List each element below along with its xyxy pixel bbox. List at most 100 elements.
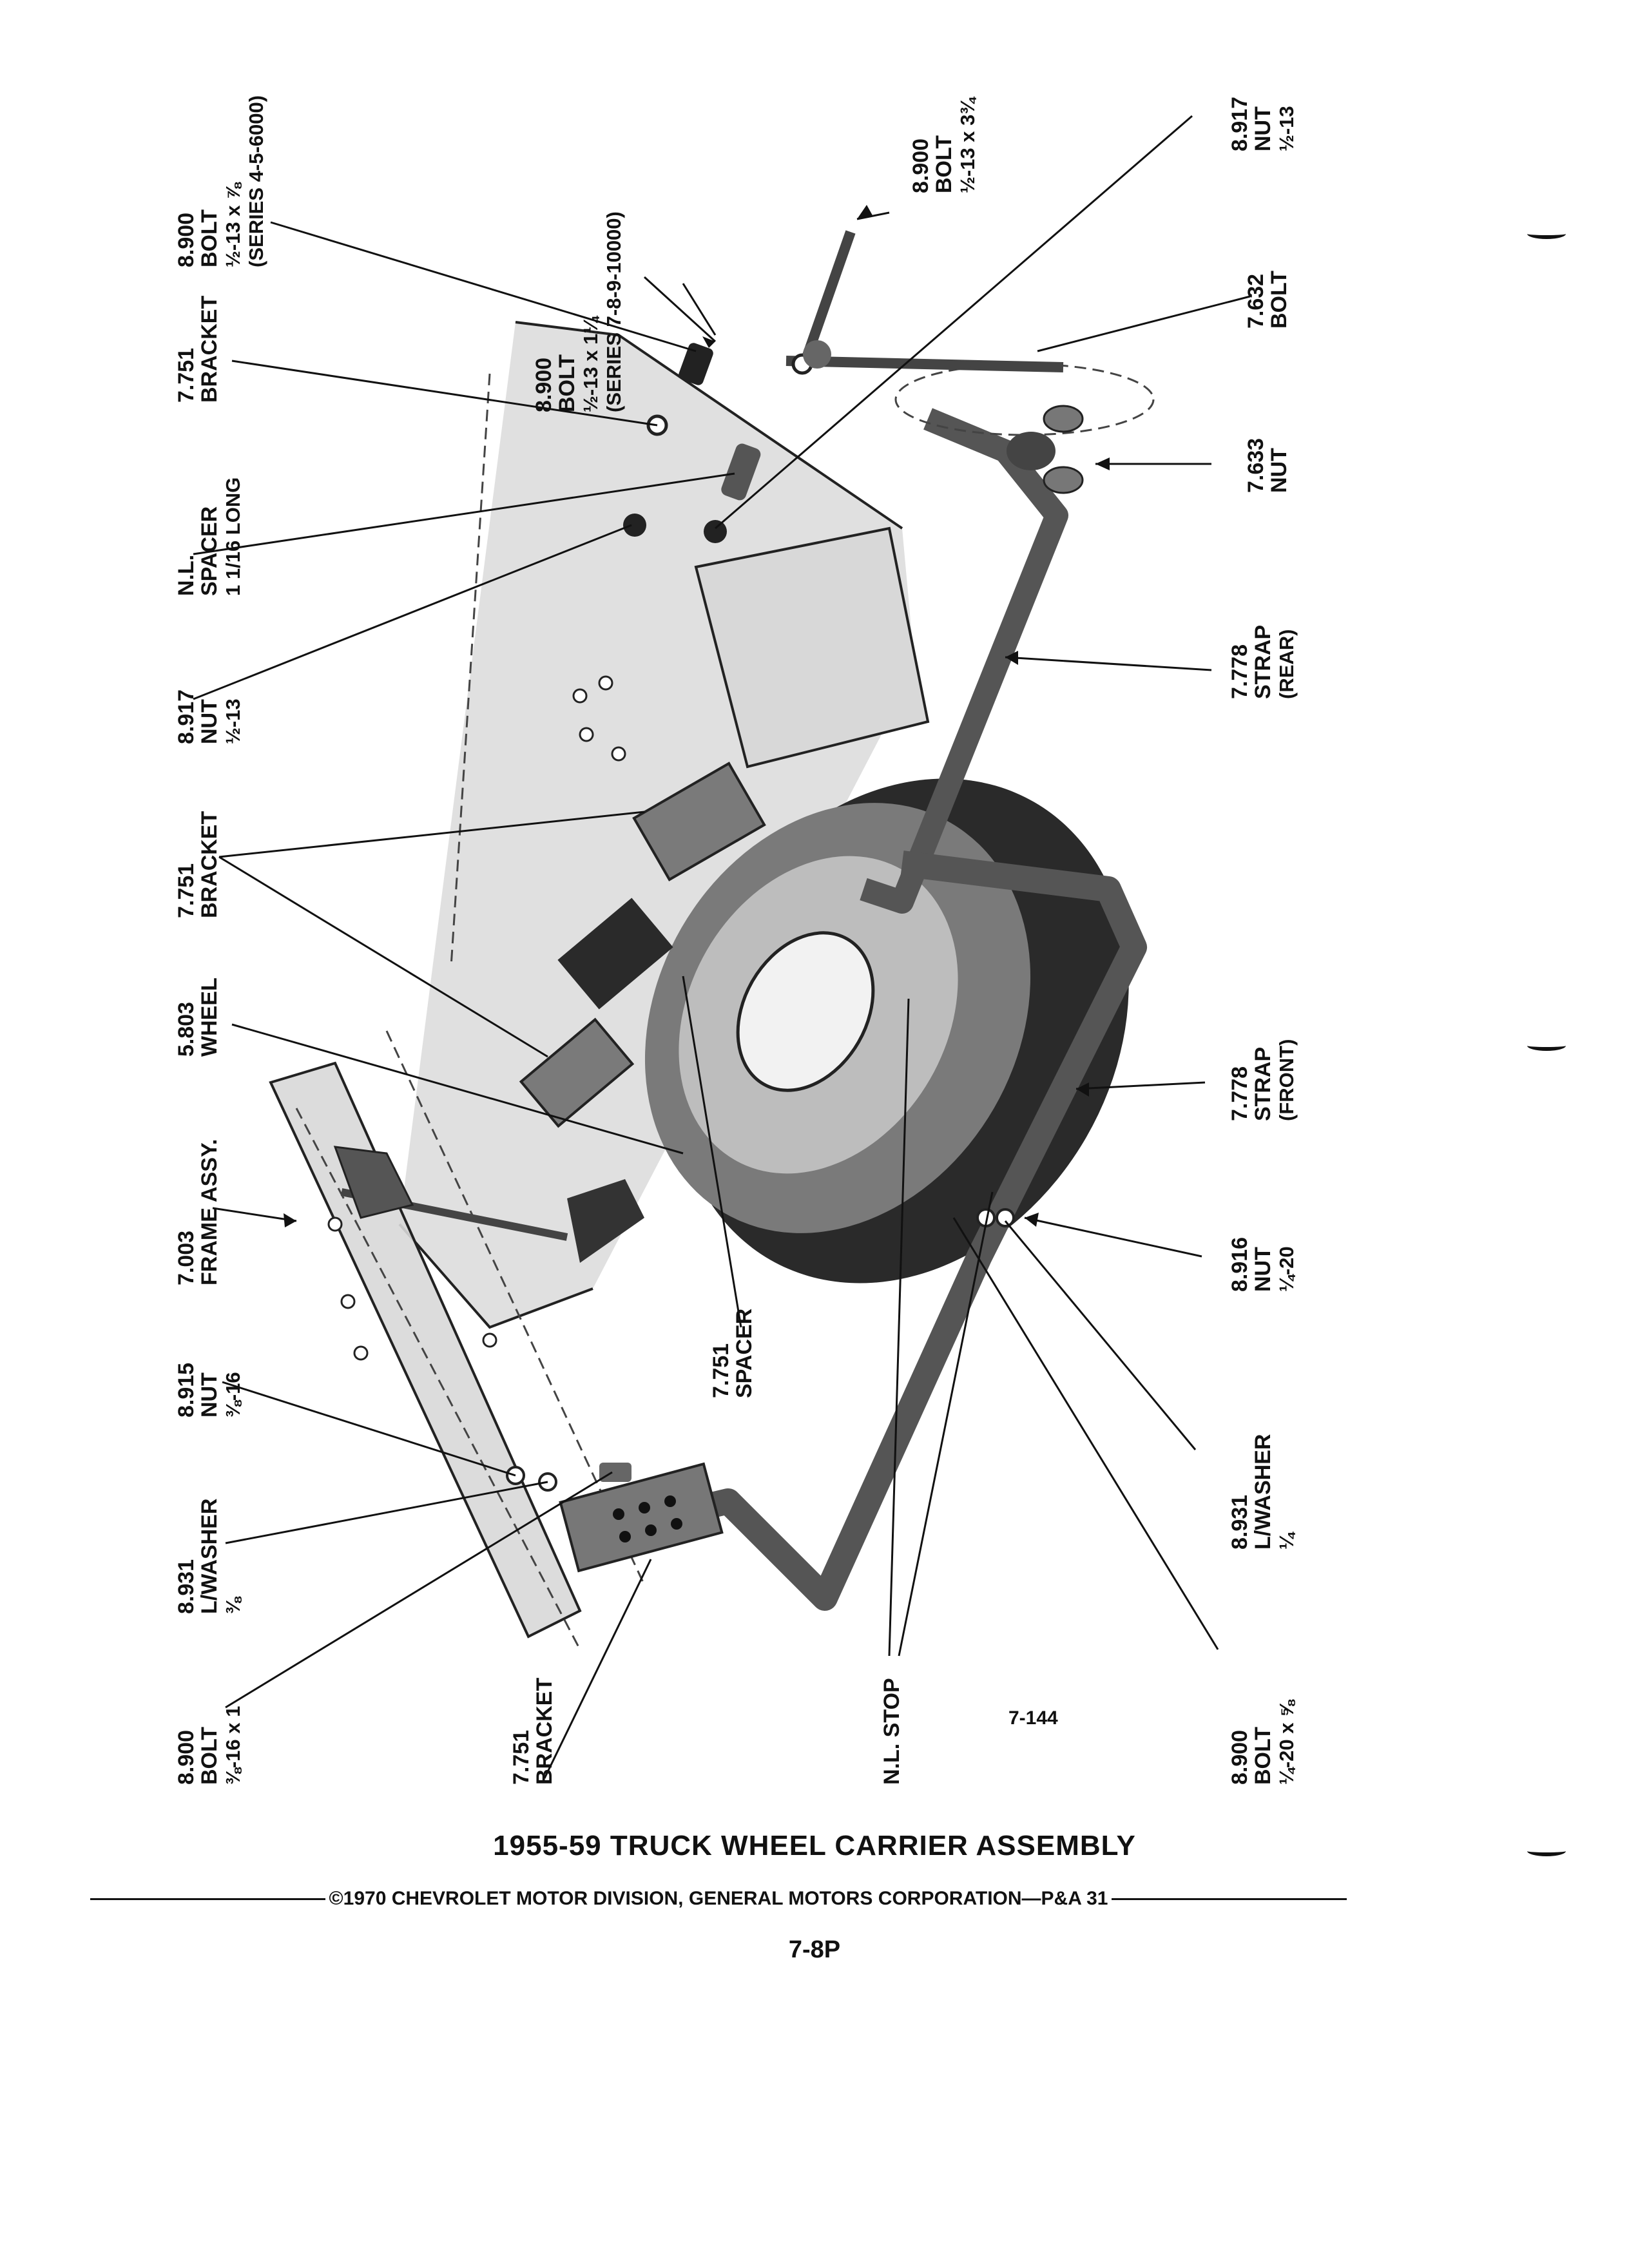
middle-wheel-bracket (557, 898, 673, 1010)
svg-text:¼-20: ¼-20 (1275, 1246, 1298, 1292)
svg-text:L/WASHER: L/WASHER (197, 1499, 222, 1614)
callout-bracket-lower: 7.751 BRACKET (509, 1678, 557, 1785)
svg-text:8.917: 8.917 (174, 689, 198, 744)
svg-text:8.900: 8.900 (174, 213, 198, 267)
callout-spacer: 7.751 SPACER (709, 1309, 757, 1398)
svg-text:½-13 x 3¾: ½-13 x 3¾ (956, 97, 979, 193)
upper-wheel-bracket (632, 762, 766, 881)
callout-frame-assy: 7.003 FRAME ASSY. (174, 1139, 222, 1285)
svg-text:NUT: NUT (1251, 106, 1275, 151)
svg-text:7.751: 7.751 (174, 863, 198, 918)
svg-text:(SERIES 7-8-9-10000): (SERIES 7-8-9-10000) (602, 211, 625, 412)
callout-strap-rear: 7.778 STRAP (REAR) (1228, 625, 1298, 699)
callout-nl-stop: N.L. STOP (880, 1678, 904, 1785)
svg-text:BOLT: BOLT (197, 209, 222, 267)
front-hook-bracket-drawing (567, 1179, 644, 1263)
svg-text:7.751: 7.751 (709, 1343, 733, 1398)
svg-text:7.778: 7.778 (1228, 1066, 1252, 1121)
callout-bracket-upper: 7.751 BRACKET (174, 296, 222, 403)
callout-bolt-half-13-x-1-1-4: 8.900 BOLT ½-13 x 1¼ (SERIES 7-8-9-10000… (532, 211, 625, 412)
svg-text:BOLT: BOLT (1267, 271, 1291, 329)
svg-text:BOLT: BOLT (555, 354, 579, 412)
copyright-rule-right (1112, 1898, 1347, 1900)
svg-text:⅜-16 x 1: ⅜-16 x 1 (222, 1706, 244, 1785)
svg-text:FRAME ASSY.: FRAME ASSY. (197, 1139, 222, 1285)
svg-text:½-13 x 1¼: ½-13 x 1¼ (579, 316, 602, 412)
svg-text:BOLT: BOLT (1251, 1727, 1275, 1785)
svg-text:8.915: 8.915 (174, 1363, 198, 1418)
svg-text:SPACER: SPACER (732, 1309, 757, 1398)
callout-bolt-1-4-20-x-5-8: 8.900 BOLT ¼-20 x ⅝ (1228, 1699, 1298, 1785)
svg-text:½-13 x ⅞: ½-13 x ⅞ (222, 182, 244, 267)
callout-wing-nut: 7.633 NUT (1244, 438, 1291, 493)
svg-text:7.632: 7.632 (1244, 274, 1268, 329)
svg-text:5.803: 5.803 (174, 1002, 198, 1057)
svg-text:(REAR): (REAR) (1275, 629, 1298, 700)
svg-text:8.931: 8.931 (1228, 1495, 1252, 1550)
callout-carrier-bolt: 7.632 BOLT (1244, 271, 1291, 329)
svg-text:BRACKET: BRACKET (197, 811, 222, 918)
callout-nut-half-13-right: 8.917 NUT ½-13 (1228, 97, 1298, 151)
callout-spacer-nl: N.L. SPACER 1 1/16 LONG (174, 477, 244, 596)
svg-text:⅜-16: ⅜-16 (222, 1372, 244, 1418)
svg-text:1 1/16 LONG: 1 1/16 LONG (222, 477, 244, 596)
svg-text:NUT: NUT (197, 699, 222, 744)
lower-wheel-bracket (519, 1017, 635, 1128)
svg-text:8.900: 8.900 (532, 358, 556, 412)
figure-number: 7-144 (1008, 1707, 1058, 1729)
callout-wheel: 5.803 WHEEL (174, 977, 222, 1057)
wing-nut-drawing (1007, 405, 1084, 494)
callout-bolt-3-8-16-x-1: 8.900 BOLT ⅜-16 x 1 (174, 1706, 244, 1785)
svg-text:NUT: NUT (197, 1372, 222, 1418)
frame-rail (398, 321, 903, 1329)
svg-text:L/WASHER: L/WASHER (1251, 1434, 1275, 1550)
svg-text:BRACKET: BRACKET (532, 1678, 557, 1785)
page-number: 7-8P (788, 1936, 841, 1963)
svg-text:NUT: NUT (1267, 448, 1291, 493)
svg-text:BOLT: BOLT (197, 1727, 222, 1785)
svg-text:(FRONT): (FRONT) (1275, 1039, 1298, 1121)
callout-strap-front: 7.778 STRAP (FRONT) (1228, 1039, 1298, 1121)
copyright-line: ©1970 CHEVROLET MOTOR DIVISION, GENERAL … (90, 1885, 1347, 1913)
svg-text:SPACER: SPACER (197, 506, 222, 596)
arrowheads (284, 205, 1110, 1227)
callout-lock-washer-3-8: 8.931 L/WASHER ⅜ (174, 1499, 244, 1614)
copyright-text: ©1970 CHEVROLET MOTOR DIVISION, GENERAL … (329, 1888, 1108, 1909)
svg-text:WHEEL: WHEEL (197, 977, 222, 1057)
svg-text:8.916: 8.916 (1228, 1237, 1252, 1292)
carrier-bolt-drawing (786, 356, 1064, 372)
svg-text:BRACKET: BRACKET (197, 296, 222, 403)
svg-text:7.633: 7.633 (1244, 438, 1268, 493)
svg-text:8.917: 8.917 (1228, 97, 1252, 151)
callout-bolt-half-13-x-3-3-4: 8.900 BOLT ½-13 x 3¾ (909, 97, 979, 193)
copyright-rule-left (90, 1898, 325, 1900)
callout-bracket-middle: 7.751 BRACKET (174, 811, 222, 918)
svg-text:7.751: 7.751 (174, 348, 198, 403)
binding-mark (1527, 229, 1566, 239)
svg-text:¼: ¼ (1275, 1532, 1298, 1550)
svg-text:8.900: 8.900 (909, 139, 933, 193)
binding-mark (1527, 1041, 1566, 1051)
svg-text:N.L. STOP: N.L. STOP (880, 1678, 904, 1785)
rear-mount-plate (694, 526, 930, 769)
svg-text:(SERIES 4-5-6000): (SERIES 4-5-6000) (245, 95, 267, 267)
front-frame-bracket-drawing (333, 1146, 414, 1219)
page-title: 1955-59 TRUCK WHEEL CARRIER ASSEMBLY (493, 1830, 1136, 1861)
callout-nut-half-13-left: 8.917 NUT ½-13 (174, 689, 244, 744)
svg-text:BOLT: BOLT (932, 135, 956, 193)
svg-text:N.L.: N.L. (174, 555, 198, 596)
front-strap-bracket (559, 1462, 724, 1573)
svg-text:7.751: 7.751 (509, 1730, 534, 1785)
small-hardware (506, 340, 1015, 1492)
callout-lock-washer-1-4: 8.931 L/WASHER ¼ (1228, 1434, 1298, 1550)
svg-text:⅜: ⅜ (222, 1596, 244, 1614)
svg-text:8.931: 8.931 (174, 1559, 198, 1614)
callout-nut-3-8-16: 8.915 NUT ⅜-16 (174, 1363, 244, 1418)
binding-mark (1527, 1846, 1566, 1856)
svg-text:½-13: ½-13 (1275, 106, 1298, 151)
frame-holes (327, 675, 626, 1361)
rear-mount-plate (696, 528, 928, 767)
svg-text:8.900: 8.900 (174, 1730, 198, 1785)
svg-text:7.003: 7.003 (174, 1231, 198, 1285)
dashed-bolt-circle (894, 363, 1155, 436)
